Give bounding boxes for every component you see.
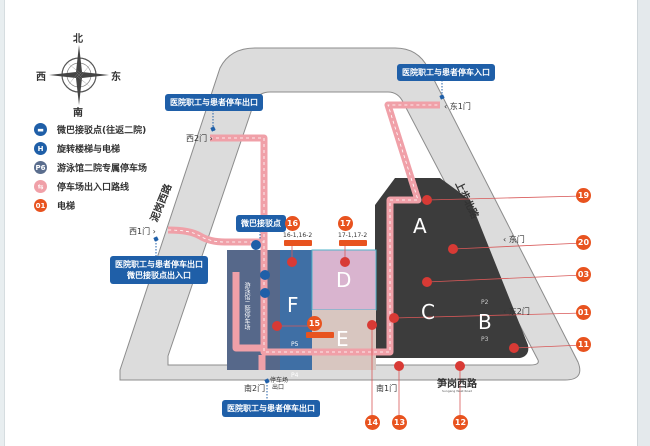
elevator-17-sub: 17-1,17-2 (338, 232, 368, 239)
stair-elevator-icon (260, 288, 270, 298)
road-south-sub: Sungang West Road (442, 389, 473, 393)
zone-e-label: E (336, 327, 349, 351)
elevator-badge-03: 03 (576, 267, 591, 282)
zone-a-label: A (413, 214, 427, 238)
south-exit-dot (264, 378, 270, 384)
compass-west: 西 (36, 72, 46, 83)
window-frame-left (0, 0, 5, 446)
parking-p6-icon: P6 (34, 161, 47, 174)
legend-label: 微巴接驳点(往返二院) (57, 126, 147, 136)
gate-label: 西1门 (129, 227, 151, 236)
gate-east2: ‹ 东2门 (503, 307, 530, 316)
road-south-label: 笋岗西路 (437, 379, 477, 390)
legend-label: 停车场出入口路线 (57, 183, 130, 193)
elevator-icon-19 (422, 195, 432, 205)
elevator-icon-20 (448, 244, 458, 254)
south2-small-line1: 停车场 (270, 377, 289, 384)
elevator-icon-17 (340, 257, 350, 267)
callout-west-exit-line2: 微巴接驳点出入口 (127, 271, 191, 280)
compass-north: 北 (73, 34, 83, 45)
legend-item-elevator: 01 电梯 (34, 196, 147, 215)
callout-south-exit: 医院职工与患者停车出口 (222, 400, 320, 417)
legend-item-p6: P6 游泳馆二院专属停车场 (34, 158, 147, 177)
elevator-badge-01: 01 (576, 305, 591, 320)
elevator-icon-01 (389, 313, 399, 323)
elevator-markers (272, 195, 519, 371)
zone-f-label: F (287, 293, 299, 317)
elevator-16-tag (284, 240, 312, 246)
elevator-badge-17: 17 (338, 216, 353, 231)
elevator-badge-12: 12 (453, 415, 468, 430)
elevator-number-icon: 01 (34, 199, 47, 212)
north-entrance-dot (439, 94, 445, 100)
gate-label: 西2门 (186, 134, 208, 143)
callout-shuttle-stop: 微巴接驳点 (236, 215, 286, 232)
elevator-badge-13: 13 (392, 415, 407, 430)
gate-label: 东门 (508, 235, 525, 244)
parking-route-icon: ⇆ (34, 180, 47, 193)
callout-north-entrance: 医院职工与患者停车入口 (397, 64, 495, 81)
north-exit-dot (210, 126, 216, 132)
shuttle-bus-icon (251, 240, 261, 250)
legend-item-shuttle: ▬ 微巴接驳点(往返二院) (34, 120, 147, 139)
elevator-stair-icon: H (34, 142, 47, 155)
compass-east: 东 (111, 72, 121, 83)
gate-label: 东1门 (449, 102, 471, 111)
elevator-badge-11: 11 (576, 337, 591, 352)
compass-rose-icon (49, 45, 109, 105)
zone-b-label: B (478, 310, 492, 334)
legend: ▬ 微巴接驳点(往返二院) H 旋转楼梯与电梯 P6 游泳馆二院专属停车场 ⇆ … (34, 120, 147, 215)
callout-west-exit: 医院职工与患者停车出口 微巴接驳点出入口 (110, 256, 208, 284)
gate-east: ‹ 东门 (503, 235, 525, 244)
elevator-icon-16 (287, 257, 297, 267)
elevator-icon-15 (272, 321, 282, 331)
gate-label: 东2门 (508, 307, 530, 316)
elevator-badge-15: 15 (307, 316, 322, 331)
parking-label-p2: P2 (481, 299, 489, 306)
zone-d-label: D (336, 268, 352, 292)
stair-elevator-icon (260, 270, 270, 280)
legend-label: 旋转楼梯与电梯 (57, 145, 121, 155)
scrollbar-track[interactable] (637, 0, 650, 446)
elevator-15-tag (306, 332, 334, 338)
bus-stop-icon: ▬ (34, 123, 47, 136)
callout-west-exit-line1: 医院职工与患者停车出口 (115, 260, 203, 269)
elevator-badge-14: 14 (365, 415, 380, 430)
legend-label: 电梯 (57, 202, 76, 212)
building-abc (375, 178, 529, 358)
elevator-icon-12 (455, 361, 465, 371)
parking-label-p3: P3 (481, 336, 489, 343)
legend-label: 游泳馆二院专属停车场 (57, 164, 148, 174)
callout-north-exit: 医院职工与患者停车出口 (165, 94, 263, 111)
gate-south2: 南2门 (244, 384, 266, 393)
p6-vertical-label: 游泳馆二院停车场 (243, 282, 250, 330)
west-exit-dot (153, 236, 159, 242)
legend-item-stairs: H 旋转楼梯与电梯 (34, 139, 147, 158)
elevator-leader-lines (277, 195, 584, 418)
elevator-16-sub: 16-1,16-2 (283, 232, 313, 239)
elevator-badge-19: 19 (576, 188, 591, 203)
parking-label-p4: P4 (291, 372, 299, 379)
elevator-icon-14 (367, 320, 377, 330)
legend-item-route: ⇆ 停车场出入口路线 (34, 177, 147, 196)
zone-e-block (312, 310, 376, 370)
elevator-badge-16: 16 (285, 216, 300, 231)
gate-west2: 西2门 › (186, 134, 213, 143)
elevator-icon-03 (422, 277, 432, 287)
parking-label-p5: P5 (291, 341, 299, 348)
compass-south: 南 (73, 108, 83, 119)
gate-east1: ‹ 东1门 (444, 102, 471, 111)
elevator-icon-11 (509, 343, 519, 353)
south2-small-line2: 出口 (272, 384, 285, 391)
gate-south1: 南1门 (376, 384, 398, 393)
zone-c-label: C (421, 300, 435, 324)
gate-west1: 西1门 › (129, 227, 156, 236)
elevator-17-tag (339, 240, 367, 246)
elevator-icon-13 (394, 361, 404, 371)
elevator-badge-20: 20 (576, 235, 591, 250)
